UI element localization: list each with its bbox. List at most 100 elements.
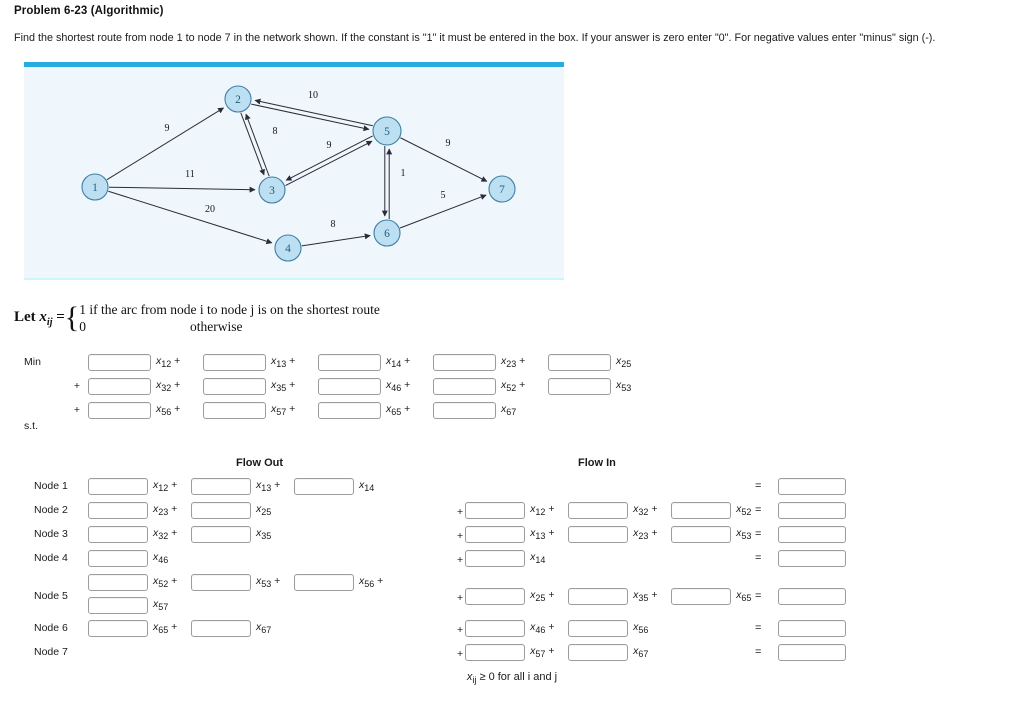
node-row-label-1: Node 1 bbox=[34, 480, 68, 492]
var-subscript: 25 bbox=[261, 507, 272, 518]
flow-in-n3-input-x53[interactable] bbox=[671, 526, 732, 543]
plus-connector: + bbox=[545, 527, 555, 540]
flow-in-n2-label-x32: x32 + bbox=[628, 503, 671, 517]
flow-in-n5-input-x65[interactable] bbox=[671, 588, 732, 605]
page-title: Problem 6-23 (Algorithmic) bbox=[14, 5, 164, 17]
flow-in-n6-input-x56[interactable] bbox=[568, 620, 629, 637]
var-subscript: 23 bbox=[638, 531, 649, 542]
flow-in-n7-input-x67[interactable] bbox=[568, 644, 629, 661]
var-subscript: 56 bbox=[161, 407, 172, 418]
objective-r1-input-x14[interactable] bbox=[318, 353, 381, 371]
flow-out-n1-term: x12 + bbox=[88, 478, 191, 495]
flow-out-n5-input-x56[interactable] bbox=[294, 574, 354, 591]
node-circle-5 bbox=[372, 116, 402, 146]
flow-in-n2-input-x32[interactable] bbox=[568, 502, 629, 519]
flow-out-n2-input-x23[interactable] bbox=[88, 502, 148, 519]
flow-in-n4-term: x14 bbox=[465, 550, 568, 567]
var-symbol: x bbox=[256, 479, 262, 492]
var-subscript: 35 bbox=[638, 593, 649, 604]
flow-out-n2-input-x25[interactable] bbox=[191, 502, 251, 519]
var-symbol: x bbox=[633, 527, 639, 540]
var-subscript: 32 bbox=[158, 531, 169, 542]
rhs-input-node-1[interactable] bbox=[778, 478, 846, 496]
objective-r2-input-x46[interactable] bbox=[318, 377, 381, 395]
flow-out-n6-input-x67[interactable] bbox=[191, 620, 251, 637]
flow-out-n3-input-x35[interactable] bbox=[191, 526, 251, 543]
var-subscript: 46 bbox=[391, 383, 402, 394]
objective-r1-term: x13 + bbox=[203, 353, 318, 371]
flow-out-n3-term: x32 + bbox=[88, 526, 191, 543]
flow-out-n5-l2-input-x57[interactable] bbox=[88, 597, 148, 614]
rhs-input-node-2[interactable] bbox=[778, 502, 846, 520]
variable-definition: Let xij ={1 if the arc from node i to no… bbox=[14, 301, 380, 335]
flow-out-n3-input-x32[interactable] bbox=[88, 526, 148, 543]
var-symbol: x bbox=[501, 402, 507, 415]
flow-in-n6-input-x46[interactable] bbox=[465, 620, 526, 637]
objective-r1-input-x23[interactable] bbox=[433, 353, 496, 371]
flow-out-n5-input-x52[interactable] bbox=[88, 574, 148, 591]
objective-r2-input-x35[interactable] bbox=[203, 377, 266, 395]
flow-in-n5-input-x35[interactable] bbox=[568, 588, 629, 605]
flow-out-n1-label-x14: x14 bbox=[354, 479, 397, 493]
var-subscript: 13 bbox=[261, 483, 272, 494]
flow-in-n2-label-x12: x12 + bbox=[525, 503, 568, 517]
objective-r2-input-x52[interactable] bbox=[433, 377, 496, 395]
var-symbol: x bbox=[256, 503, 262, 516]
objective-r2-label-x32: x32 + bbox=[151, 379, 203, 393]
var-subscript: 52 bbox=[506, 383, 517, 394]
objective-r3-input-x56[interactable] bbox=[88, 401, 151, 419]
flow-out-n5-input-x53[interactable] bbox=[191, 574, 251, 591]
flow-in-n4-input-x14[interactable] bbox=[465, 550, 526, 567]
flow-out-n5-label-x56: x56 + bbox=[354, 575, 397, 589]
var-symbol: x bbox=[156, 402, 162, 415]
flow-in-n7-input-x57[interactable] bbox=[465, 644, 526, 661]
flow-in-n2-input-x12[interactable] bbox=[465, 502, 526, 519]
flow-out-n2-label-x25: x25 bbox=[251, 503, 294, 517]
objective-r2-input-x32[interactable] bbox=[88, 377, 151, 395]
plus-connector: + bbox=[401, 402, 411, 415]
rhs-input-node-3[interactable] bbox=[778, 526, 846, 544]
flow-out-cell-node-5-line2: x57 bbox=[88, 597, 397, 616]
rhs-input-node-5[interactable] bbox=[778, 588, 846, 606]
flow-out-cell-node-1: x12 +x13 +x14 bbox=[88, 478, 397, 497]
rhs-input-node-7[interactable] bbox=[778, 644, 846, 662]
objective-r1-input-x13[interactable] bbox=[203, 353, 266, 371]
objective-r3-input-x57[interactable] bbox=[203, 401, 266, 419]
flow-out-n1-input-x12[interactable] bbox=[88, 478, 148, 495]
flow-in-n3-input-x13[interactable] bbox=[465, 526, 526, 543]
plus-connector: + bbox=[648, 527, 658, 540]
flow-out-n4-input-x46[interactable] bbox=[88, 550, 148, 567]
flow-in-n2-input-x52[interactable] bbox=[671, 502, 732, 519]
plus-connector: + bbox=[516, 378, 526, 391]
node-row-label-2: Node 2 bbox=[34, 504, 68, 516]
plus-connector: + bbox=[648, 503, 658, 516]
var-symbol: x bbox=[153, 527, 159, 540]
var-subscript: 32 bbox=[161, 383, 172, 394]
flow-in-n5-input-x25[interactable] bbox=[465, 588, 526, 605]
objective-r1-input-x12[interactable] bbox=[88, 353, 151, 371]
plus-connector: + bbox=[286, 378, 296, 391]
flow-out-n1-input-x14[interactable] bbox=[294, 478, 354, 495]
flow-out-n1-input-x13[interactable] bbox=[191, 478, 251, 495]
var-subscript: 65 bbox=[741, 593, 752, 604]
objective-r1-input-x25[interactable] bbox=[548, 353, 611, 371]
objective-r3-input-x67[interactable] bbox=[433, 401, 496, 419]
rhs-input-node-4[interactable] bbox=[778, 550, 846, 568]
objective-r2-input-x53[interactable] bbox=[548, 377, 611, 395]
flow-in-n3-input-x23[interactable] bbox=[568, 526, 629, 543]
node-row-label-5: Node 5 bbox=[34, 590, 68, 602]
rhs-input-node-6[interactable] bbox=[778, 620, 846, 638]
objective-r3-input-x65[interactable] bbox=[318, 401, 381, 419]
objective-r1-label-x14: x14 + bbox=[381, 355, 433, 369]
flow-in-n5-term: x25 + bbox=[465, 588, 568, 605]
flow-in-n7-label-x67: x67 bbox=[628, 645, 671, 659]
var-subscript: 13 bbox=[276, 359, 287, 370]
var-symbol: x bbox=[530, 621, 536, 634]
flow-out-n6-input-x65[interactable] bbox=[88, 620, 148, 637]
var-subscript: 56 bbox=[638, 625, 649, 636]
objective-row-2: +x32 +x35 +x46 +x52 +x53 bbox=[24, 374, 663, 398]
flow-out-n3-label-x35: x35 bbox=[251, 527, 294, 541]
flow-out-header: Flow Out bbox=[236, 457, 284, 469]
